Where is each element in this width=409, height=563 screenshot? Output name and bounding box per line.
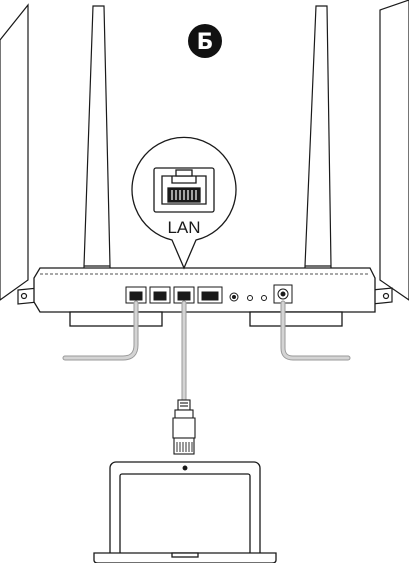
step-badge: Б [188,24,222,58]
status-led [247,295,253,301]
power-jack-icon [273,284,293,304]
ethernet-port-icon [197,286,223,304]
antenna-icon [0,3,39,305]
step-badge-label: Б [197,30,214,55]
laptop-icon [93,461,277,563]
ethernet-port-icon [149,286,171,304]
lan-label: LAN [167,218,200,237]
antenna-icon [304,5,332,301]
cables [62,300,351,403]
rj45-plug-icon [172,399,196,455]
ethernet-port-icon [125,286,147,304]
status-led [261,295,267,301]
lan-callout: LAN [131,136,237,270]
lan-port-group [125,286,223,304]
antenna-icon [371,0,409,305]
ethernet-port-icon [153,167,215,213]
reset-button [229,292,239,302]
antenna-icon [83,5,111,301]
